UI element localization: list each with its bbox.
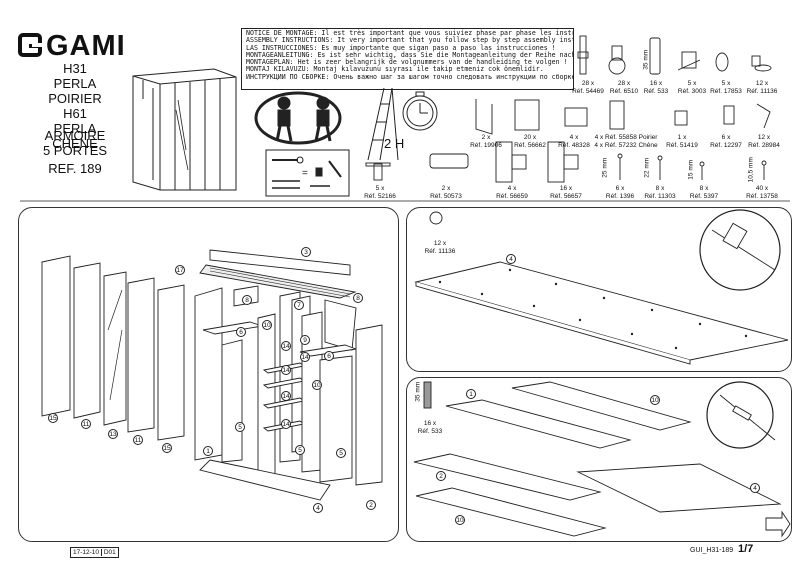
part-number: 14 [300, 352, 310, 362]
step-2-board [445, 399, 632, 449]
model-code: H31 [63, 61, 87, 76]
part-number: 11 [133, 435, 143, 445]
exploded-view-panel [18, 207, 399, 542]
part-number: 14 [281, 365, 291, 375]
two-person-assembly-icon [254, 91, 342, 145]
part-number: 4 [750, 483, 760, 493]
part-number: 9 [300, 335, 310, 345]
gami-logo-icon [18, 33, 42, 57]
assembly-time: 2 H [384, 136, 405, 151]
detail-zoom-circle [699, 209, 781, 291]
assembly-notice: NOTICE DE MONTAGE: Il est très important… [241, 28, 574, 90]
clock-icon [402, 91, 438, 131]
step-1-panel [406, 207, 792, 372]
part-number: 15 [162, 443, 172, 453]
side-panel [355, 324, 383, 486]
door-panel [73, 262, 101, 419]
door-panel [157, 284, 185, 441]
part-number: 10 [455, 515, 465, 525]
ladder-icon [367, 87, 399, 161]
tools-icon: = [265, 149, 350, 197]
part-number: 11 [81, 419, 91, 429]
model-finish: PERLA CHENE [52, 121, 98, 151]
side-panel [194, 287, 223, 461]
part-number: 6 [324, 351, 334, 361]
part-number: 5 [235, 422, 245, 432]
part-number: 4 [313, 503, 323, 513]
part-number: 3 [301, 247, 311, 257]
part-number: 14 [281, 341, 291, 351]
svg-text:=: = [302, 168, 308, 179]
model-list: H31 PERLA POIRIER H61 PERLA CHENE [30, 61, 120, 151]
part-number: 10 [312, 380, 322, 390]
revision-date: 17-12-10 D01 [70, 547, 119, 558]
model-code: H61 [63, 106, 87, 121]
bottom-panel [199, 459, 331, 501]
hardware-size: 35 mm [414, 381, 422, 402]
part-number: 14 [281, 391, 291, 401]
part-number: 8 [242, 295, 252, 305]
part-number: 10 [262, 320, 272, 330]
next-page-arrow [765, 510, 791, 538]
wardrobe-thumbnail-icon [132, 68, 237, 191]
part-number: 1 [466, 389, 476, 399]
part-number: 5 [336, 448, 346, 458]
document-code: GUI_H31-189 [690, 547, 734, 554]
part-number: 6 [236, 327, 246, 337]
part-number: 15 [48, 413, 58, 423]
part-number: 2 [366, 500, 376, 510]
product-reference: REF. 189 [48, 161, 102, 176]
part-number: 10 [650, 395, 660, 405]
page-number: 1/7 [738, 543, 754, 555]
part-number: 14 [281, 419, 291, 429]
top-panel [209, 249, 351, 276]
product-description: ARMOIRE 5 PORTES [42, 128, 108, 158]
brand-logo: GAMI [18, 30, 126, 63]
part-number: 4 [506, 254, 516, 264]
model-finish: PERLA POIRIER [48, 76, 102, 106]
door-panel [41, 255, 71, 417]
part-number: 1 [203, 446, 213, 456]
part-number: 7 [294, 300, 304, 310]
door-panel [127, 277, 155, 433]
part-number: 2 [436, 471, 446, 481]
hardware-sketches [365, 35, 772, 183]
mirror-door-panel [103, 271, 127, 426]
part-number: 17 [175, 265, 185, 275]
part-number: 8 [353, 293, 363, 303]
step-2-panel [406, 377, 792, 542]
part-number: 13 [108, 429, 118, 439]
part-number: 5 [295, 445, 305, 455]
